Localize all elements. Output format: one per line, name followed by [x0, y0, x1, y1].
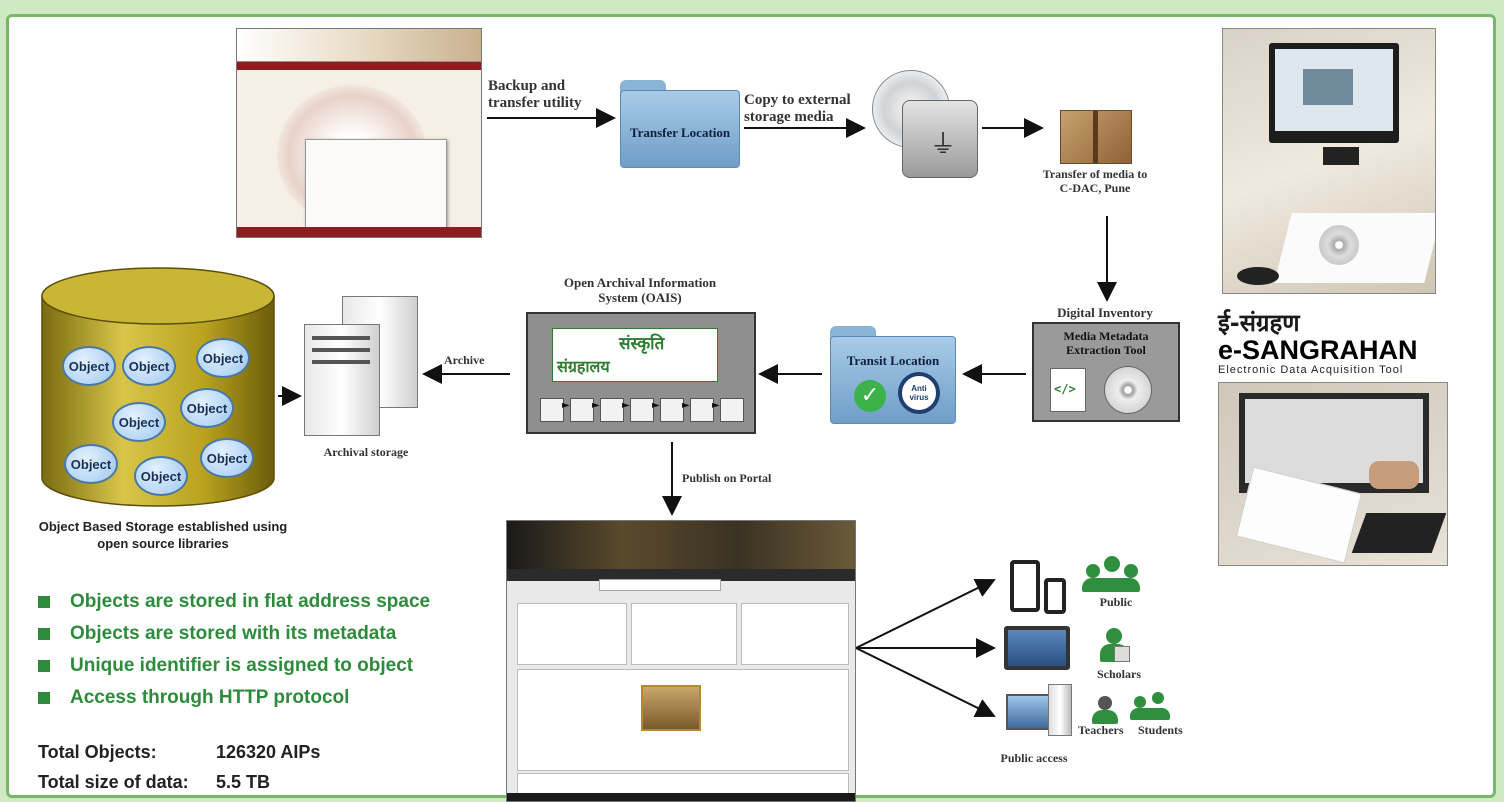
oais-step-icon: [690, 398, 714, 422]
transfer-location-folder: Transfer Location: [620, 80, 740, 168]
public-access-label: Public access: [1000, 751, 1068, 765]
feature-item: Objects are stored in flat address space: [38, 586, 430, 618]
publish-portal-label: Publish on Portal: [682, 471, 772, 485]
teacher-icon: [1092, 696, 1118, 724]
total-objects-label: Total Objects:: [38, 741, 157, 762]
feature-item: Objects are stored with its metadata: [38, 618, 430, 650]
portal-screenshot: [506, 520, 856, 802]
oais-logo: संस्कृति संग्रहालय: [552, 328, 718, 382]
storage-object: Object: [122, 346, 176, 386]
storage-object: Object: [200, 438, 254, 478]
digital-inventory-label: Digital Inventory: [1057, 305, 1153, 320]
oais-step-icon: [540, 398, 564, 422]
external-media-icon: ⏚: [872, 70, 978, 180]
step-arrow-icon: ►: [652, 400, 660, 411]
oais-step-icon: [720, 398, 744, 422]
students-label: Students: [1138, 723, 1183, 737]
object-storage-cylinder: Object Object Object Object Object Objec…: [38, 266, 278, 510]
transit-location-label: Transit Location: [846, 353, 940, 368]
storage-caption: Object Based Storage established using o…: [38, 519, 288, 551]
storage-object: Object: [112, 402, 166, 442]
storage-object: Object: [196, 338, 250, 378]
total-objects-row: Total Objects: 126320 AIPs: [38, 737, 320, 767]
archival-storage-servers: [304, 296, 422, 436]
total-size-value: 5.5 TB: [216, 771, 271, 792]
metadata-tool-label: Media Metadata Extraction Tool: [1063, 329, 1149, 357]
antivirus-label: Anti virus: [909, 384, 929, 402]
storage-features-list: Objects are stored in flat address space…: [38, 586, 430, 714]
public-label: Public: [1099, 595, 1133, 609]
source-website-screenshot: [236, 28, 482, 238]
backup-utility-label: Backup and transfer utility: [488, 78, 582, 112]
scanner-photo: [1218, 382, 1448, 566]
copy-media-label: Copy to external storage media: [744, 92, 851, 126]
scan-check-icon: ✓: [854, 380, 886, 412]
scholars-label: Scholars: [1096, 667, 1141, 681]
transit-location-folder: Transit Location ✓ Anti virus: [830, 326, 956, 424]
oais-logo-line2: संग्रहालय: [557, 357, 610, 376]
storage-totals: Total Objects: 126320 AIPs Total size of…: [38, 737, 320, 797]
bullet-square-icon: [38, 692, 50, 704]
feature-item: Access through HTTP protocol: [38, 682, 430, 714]
mobile-devices-icon: [1010, 560, 1070, 616]
workstation-photo: [1222, 28, 1436, 294]
esangrahan-subtitle: Electronic Data Acquisition Tool: [1218, 364, 1404, 376]
transfer-location-label: Transfer Location: [629, 125, 731, 140]
oais-logo-line1: संस्कृति: [619, 334, 665, 354]
oais-step-icon: [570, 398, 594, 422]
teachers-label: Teachers: [1078, 723, 1124, 737]
scholar-icon: [1100, 628, 1130, 662]
total-objects-value: 126320 AIPs: [216, 741, 321, 762]
archive-label: Archive: [444, 353, 485, 367]
step-arrow-icon: ►: [682, 400, 690, 411]
feature-item: Unique identifier is assigned to object: [38, 650, 430, 682]
storage-object: Object: [180, 388, 234, 428]
desktop-computer-icon: [1006, 684, 1072, 736]
oais-panel: संस्कृति संग्रहालय ► ► ► ► ► ►: [526, 312, 756, 434]
total-size-label: Total size of data:: [38, 771, 189, 792]
oais-step-icon: [600, 398, 624, 422]
total-size-row: Total size of data: 5.5 TB: [38, 767, 320, 797]
bullet-square-icon: [38, 628, 50, 640]
step-arrow-icon: ►: [712, 400, 720, 411]
oais-title: Open Archival Information System (OAIS): [563, 275, 717, 305]
step-arrow-icon: ►: [562, 400, 570, 411]
transfer-media-label: Transfer of media to C-DAC, Pune: [1042, 167, 1148, 195]
storage-object: Object: [134, 456, 188, 496]
disc-icon: [1104, 366, 1152, 414]
step-arrow-icon: ►: [622, 400, 630, 411]
xml-icon: </>: [1054, 382, 1076, 396]
bullet-square-icon: [38, 660, 50, 672]
oais-step-icon: [630, 398, 654, 422]
antivirus-icon: Anti virus: [898, 372, 940, 414]
esangrahan-name: e-SANGRAHAN: [1218, 335, 1418, 365]
bullet-square-icon: [38, 596, 50, 608]
public-group-icon: [1082, 556, 1140, 592]
storage-object: Object: [64, 444, 118, 484]
metadata-tool-panel: Media Metadata Extraction Tool </>: [1032, 322, 1180, 422]
parcel-box-icon: [1060, 110, 1132, 164]
esangrahan-logo: ई-संग्रहण e-SANGRAHAN Electronic Data Ac…: [1218, 310, 1438, 376]
esangrahan-hindi: ई-संग्रहण: [1218, 309, 1300, 337]
oais-process-steps: ► ► ► ► ► ►: [540, 396, 750, 424]
archival-storage-label: Archival storage: [323, 445, 409, 459]
laptop-icon: [1004, 626, 1070, 670]
storage-object: Object: [62, 346, 116, 386]
oais-step-icon: [660, 398, 684, 422]
students-icon: [1130, 692, 1170, 724]
step-arrow-icon: ►: [592, 400, 600, 411]
